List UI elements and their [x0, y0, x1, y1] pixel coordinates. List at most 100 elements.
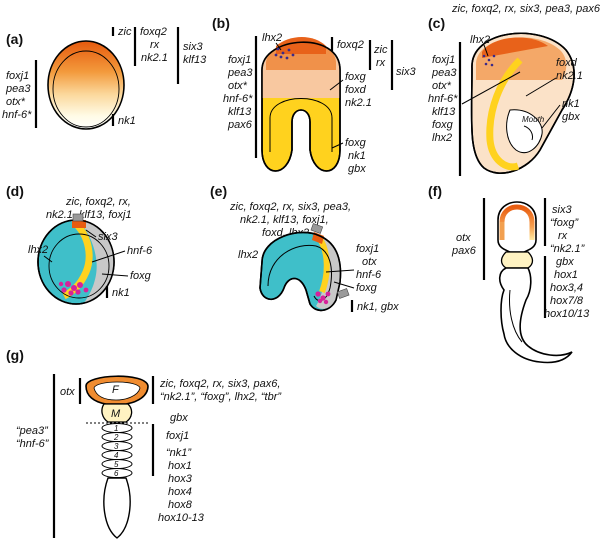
- segment-2: 2: [113, 433, 119, 442]
- panel-e-top-line1: zic, foxq2, rx, six3, pea3,: [229, 201, 351, 213]
- gene-pea3: pea3: [227, 67, 253, 79]
- panel-f: (f) otx pax6 six3 “foxg” rx “nk2.1” gbx …: [428, 183, 590, 364]
- gene-lhx2: lhx2: [432, 132, 452, 144]
- gene-pea3: pea3: [5, 83, 31, 95]
- panel-e-apical-tuft: [310, 223, 324, 234]
- panel-a-inner-outline: [52, 50, 120, 128]
- panel-d-foxg-pointer: [101, 273, 129, 277]
- gene-foxj1: foxj1: [356, 243, 379, 255]
- panel-c-lhx2-dots: [482, 54, 496, 67]
- gene-gbx: gbx: [170, 412, 188, 424]
- gene-nk1: nk1: [118, 115, 136, 127]
- gene-hox1: hox1: [554, 269, 578, 281]
- panel-c-gut: [506, 109, 543, 154]
- panel-f-gut: [509, 289, 523, 343]
- gene-lhx2: lhx2: [28, 244, 48, 256]
- panel-e-outline: [259, 231, 342, 312]
- panel-c-hnf6-pointer: [461, 71, 521, 105]
- gene-foxg: foxg: [130, 270, 152, 282]
- panel-c-dark-zone: [482, 37, 548, 58]
- panel-e-hnf6-pointer: [325, 269, 355, 273]
- panel-g-midbrain: [101, 403, 133, 423]
- panel-b-lhx2-dots: [274, 47, 295, 60]
- panel-d-six3-pointer: [85, 229, 97, 238]
- gene-otx: otx: [362, 256, 377, 268]
- gene-foxg: foxg: [432, 119, 454, 131]
- gene-nk1: nk1: [562, 98, 580, 110]
- panel-b-label: (b): [212, 15, 230, 31]
- gene-nk21: nk2.1: [556, 70, 583, 82]
- gene-hox8: hox8: [168, 499, 193, 511]
- panel-g-top-line1: zic, foxq2, rx, six3, pax6,: [159, 378, 280, 390]
- gene-foxg: foxg: [345, 71, 367, 83]
- gene-lhx2-top: lhx2: [470, 34, 490, 46]
- gene-hox1: hox1: [168, 460, 192, 472]
- gene-rx: rx: [376, 57, 386, 69]
- panel-c-top-genes: zic, foxq2, rx, six3, pea3, pax6: [451, 3, 600, 15]
- panel-d-hnf6-pointer: [91, 250, 126, 263]
- panel-g-top-line2: “nk2.1”, “foxg”, lhx2, “tbr”: [160, 391, 282, 403]
- gene-foxj1: foxj1: [432, 54, 455, 66]
- panel-c: (c) zic, foxq2, rx, six3, pea3, pax6 fox…: [428, 3, 600, 176]
- gene-foxq2: foxq2: [140, 26, 167, 38]
- gene-klf13: klf13: [183, 54, 207, 66]
- panel-d-inner-outline: [48, 233, 110, 299]
- gene-hox78: hox7/8: [550, 295, 584, 307]
- panel-b-bottom-pointer: [331, 142, 344, 149]
- gene-lhx2: lhx2: [262, 32, 282, 44]
- panel-a: (a) foxj1 pea3 otx* hnf-6* zic foxq2 rx …: [2, 26, 207, 130]
- panel-d-top-line2: nk2.1, klf13, foxj1: [46, 209, 132, 221]
- gene-gbx: gbx: [348, 163, 366, 175]
- panel-e-magenta-cells: [315, 291, 331, 305]
- panel-f-label: (f): [428, 183, 442, 199]
- gene-gbx: gbx: [562, 111, 580, 123]
- panel-f-head: [497, 201, 537, 253]
- gene-hnf6: hnf-6*: [2, 109, 32, 121]
- panel-e-posterior-tuft: [336, 288, 350, 299]
- panel-d-apical-tuft: [72, 213, 84, 222]
- gene-hnf6: hnf-6: [127, 245, 153, 257]
- gene-pea3: “pea3”: [16, 425, 49, 437]
- panel-g: (g) “pea3” “hnf-6” otx F M 1 2 3 4 5 6: [6, 347, 282, 539]
- panel-c-yellow-band: [486, 57, 523, 171]
- gene-hox1013: hox10/13: [544, 308, 590, 320]
- gene-pea3: pea3: [431, 67, 457, 79]
- gene-otx: otx: [456, 232, 471, 244]
- panel-b-gut: [269, 98, 333, 152]
- gene-klf13: klf13: [432, 106, 456, 118]
- gene-nk1: “nk1”: [166, 447, 192, 459]
- panel-d-label: (d): [6, 183, 24, 199]
- gene-nk21: nk2.1: [345, 97, 372, 109]
- panel-e-orange-cap: [312, 232, 324, 244]
- panel-b-lhx2-pointer: [275, 42, 282, 51]
- gene-otx: otx*: [432, 80, 452, 92]
- gene-foxj1: foxj1: [6, 70, 29, 82]
- panel-g-M-label: M: [111, 408, 121, 420]
- panel-e-label: (e): [210, 183, 227, 199]
- gene-six3: six3: [552, 204, 572, 216]
- gene-foxj1: foxj1: [166, 430, 189, 442]
- gene-hox34: hox3,4: [550, 282, 583, 294]
- panel-e: (e) zic, foxq2, rx, six3, pea3, nk2.1, k…: [210, 183, 399, 313]
- gene-foxq2: foxq2: [337, 39, 364, 51]
- gene-foxg: foxg: [356, 282, 378, 294]
- gene-hnf6: hnf-6*: [223, 93, 253, 105]
- gene-hnf6: hnf-6*: [428, 93, 458, 105]
- panel-e-foxg-pointer: [333, 281, 355, 289]
- panel-f-collar: [500, 251, 534, 269]
- panel-g-label: (g): [6, 347, 24, 363]
- gene-foxd: foxd: [556, 57, 578, 69]
- panel-d: (d) zic, foxq2, rx, nk2.1, klf13, foxj1 …: [6, 183, 153, 305]
- gene-hox3: hox3: [168, 473, 193, 485]
- gene-lhx2: lhx2: [238, 249, 258, 261]
- gene-zic: zic: [373, 44, 388, 56]
- gene-gbx: gbx: [556, 256, 574, 268]
- panel-d-top-line1: zic, foxq2, rx,: [65, 196, 131, 208]
- gene-hnf6: “hnf-6”: [16, 438, 50, 450]
- gene-klf13: klf13: [228, 106, 252, 118]
- gene-foxg-b2: foxg: [345, 137, 367, 149]
- panel-a-embryo: [47, 40, 125, 130]
- panel-c-nk1-pointer: [541, 104, 561, 129]
- panel-d-gray-zone: [80, 221, 114, 303]
- gene-six3: six3: [396, 66, 416, 78]
